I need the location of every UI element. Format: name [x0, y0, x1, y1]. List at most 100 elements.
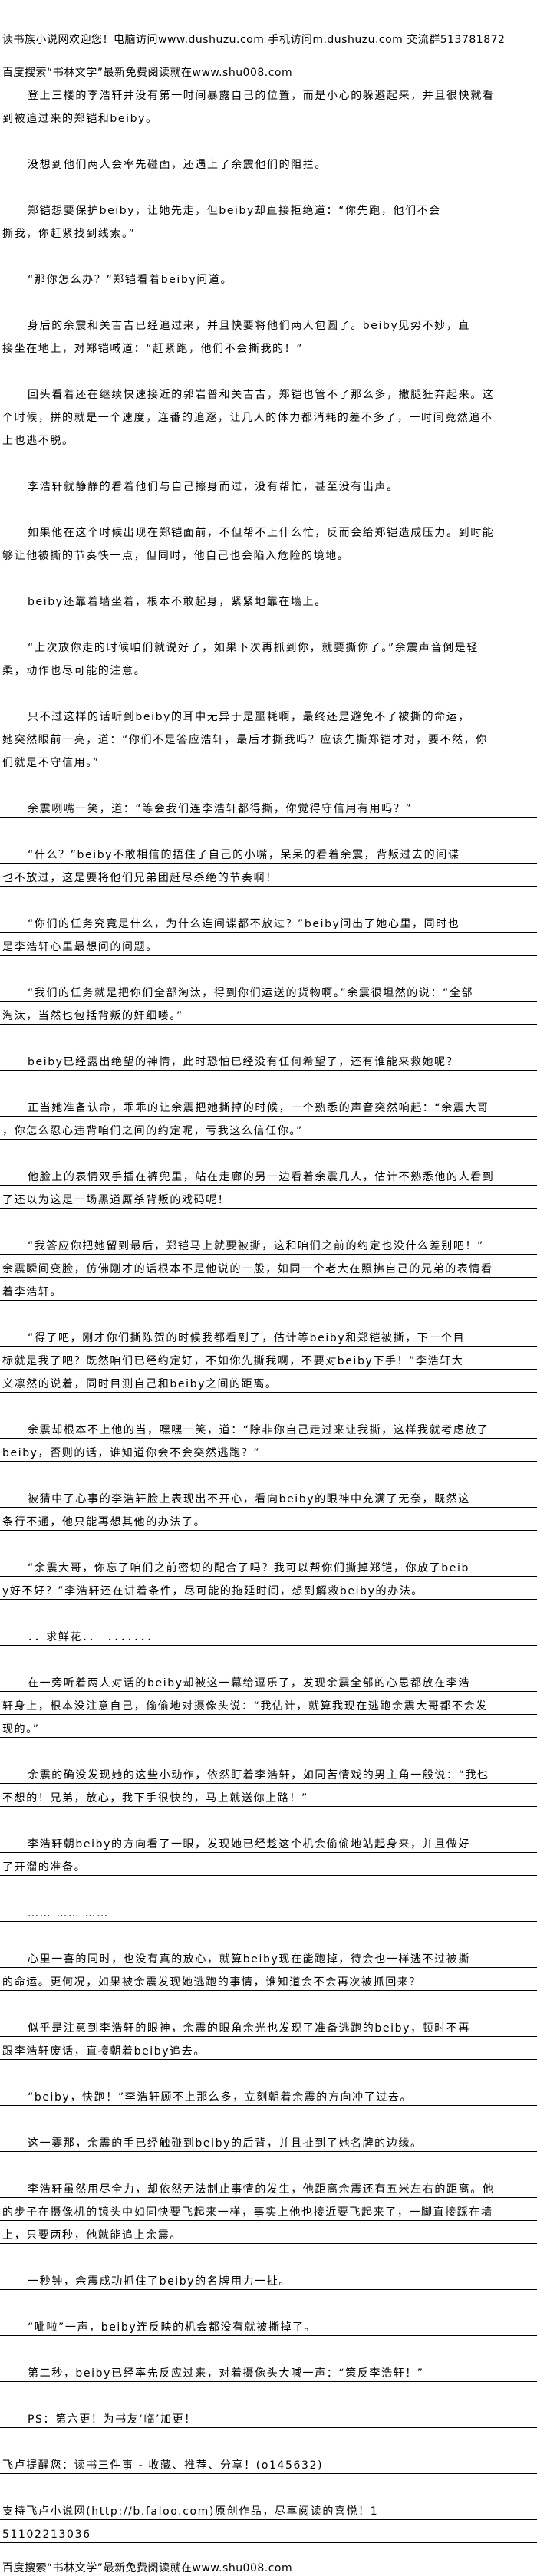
text-line: “我答应你把她留到最后，郑铠马上就要被撕，这和咱们之前的约定也没什么差别吧！” [0, 1232, 537, 1255]
text-line: 轩身上，根本没注意自己，偷偷地对摄像头说：“我估计，就算我现在逃跑余震大哥都不会… [0, 1692, 537, 1715]
text-line: 在一旁听着两人对话的beiby却被这一幕给逗乐了，发现余震全部的心思都放在李浩 [0, 1669, 537, 1692]
text-line: “上次放你走的时候咱们就说好了，如果下次再抓到你，就要撕你了。”余震声音倒是轻 [0, 633, 537, 656]
paragraph: 飞卢提醒您：读书三件事 - 收藏、推荐、分享！(o145632) [0, 2451, 537, 2474]
paragraph: “上次放你走的时候咱们就说好了，如果下次再抓到你，就要撕你了。”余震声音倒是轻柔… [0, 633, 537, 679]
text-line: PS：第六更！为书友‘临’加更！ [0, 2405, 537, 2428]
paragraph: “我答应你把她留到最后，郑铠马上就要被撕，这和咱们之前的约定也没什么差别吧！”余… [0, 1232, 537, 1301]
paragraph: “你们的任务究竟是什么，为什么连间谍都不放过？”beiby问出了她心里，同时也是… [0, 910, 537, 956]
text-line: 她突然眼前一亮，道：“你们不是答应浩轩，最后才撕我吗？应该先撕郑铠才对，要不然，… [0, 725, 537, 748]
text-line: 支持飞卢小说网(http://b.faloo.com)原创作品，尽享阅读的喜悦！… [0, 2497, 537, 2520]
paragraph: 他脸上的表情双手插在裤兜里，站在走廊的另一边看着余震几人，估计不熟悉他的人看到了… [0, 1163, 537, 1209]
paragraph: 这一霎那，余震的手已经触碰到beiby的后背，并且扯到了她名牌的边缘。 [0, 2129, 537, 2152]
text-line: 淘汰，当然也包括背叛的奸细喽。” [0, 1002, 537, 1025]
text-line: 心里一喜的同时，也没有真的放心，就算beiby现在能跑掉，待会也一样逃不过被撕 [0, 1945, 537, 1968]
paragraph: 身后的余震和关吉吉已经追过来，并且快要将他们两人包圆了。beiby见势不妙，直接… [0, 311, 537, 357]
paragraph: “beiby，快跑！”李浩轩顾不上那么多，立刻朝着余震的方向冲了过去。 [0, 2083, 537, 2106]
text-line: 李浩轩就静静的看着他们与自己擦身而过，没有帮忙，甚至没有出声。 [0, 472, 537, 495]
text-line: 们就是不守信用。” [0, 748, 537, 771]
text-line: 条行不通，他只能再想其他的办法了。 [0, 1508, 537, 1531]
paragraph: 只不过这样的话听到beiby的耳中无异于是噩耗啊，最终还是避免不了被撕的命运，她… [0, 702, 537, 771]
text-line: 李浩轩虽然用尽全力，却依然无法制止事情的发生，他距离余震还有五米左右的距离。他 [0, 2175, 537, 2198]
paragraph: 登上三楼的李浩轩并没有第一时间暴露自己的位置，而是小心的躲避起来，并且很快就看到… [0, 81, 537, 127]
text-line: 只不过这样的话听到beiby的耳中无异于是噩耗啊，最终还是避免不了被撕的命运， [0, 702, 537, 725]
paragraph: “呲啦”一声，beiby连反映的机会都没有就被撕掉了。 [0, 2313, 537, 2336]
paragraph: beiby还靠着墙坐着，根本不敢起身，紧紧地靠在墙上。 [0, 587, 537, 610]
text-line: 他脸上的表情双手插在裤兜里，站在走廊的另一边看着余震几人，估计不熟悉他的人看到 [0, 1163, 537, 1186]
text-line: 个时候，拼的就是一个速度，连番的追逐，让几人的体力都消耗的差不多了，一时间竟然追… [0, 403, 537, 426]
text-line: 余震却根本不上他的当，嘿嘿一笑，道：“除非你自己走过来让我撕，这样我就考虑放了 [0, 1416, 537, 1439]
paragraph: 一秒钟，余震成功抓住了beiby的名牌用力一扯。 [0, 2267, 537, 2290]
paragraph: 郑铠想要保护beiby，让她先走，但beiby却直接拒绝道：“你先跑，他们不会撕… [0, 196, 537, 242]
paragraph: 余震的确没发现她的这些小动作，依然盯着李浩轩，如同苦情戏的男主角一般说：“我也不… [0, 1761, 537, 1807]
text-line: 现的。” [0, 1715, 537, 1738]
paragraph: 被猜中了心事的李浩轩脸上表现出不开心，看向beiby的眼神中充满了无奈，既然这条… [0, 1485, 537, 1531]
text-line: 51102213036 [0, 2520, 537, 2543]
paragraph: 似乎是注意到李浩轩的眼神，余震的眼角余光也发现了准备逃跑的beiby，顿时不再跟… [0, 2014, 537, 2060]
paragraph: 支持飞卢小说网(http://b.faloo.com)原创作品，尽享阅读的喜悦！… [0, 2497, 537, 2543]
text-line: 余震咧嘴一笑，道：“等会我们连李浩轩都得撕，你觉得守信用有用吗？” [0, 795, 537, 818]
text-line: 回头看着还在继续快速接近的郭岩普和关吉吉，郑铠也管不了那么多，撒腿狂奔起来。这 [0, 380, 537, 403]
text-line: 够让他被撕的节奏快一点，但同时，他自己也会陷入危险的境地。 [0, 541, 537, 564]
paragraph: 余震咧嘴一笑，道：“等会我们连李浩轩都得撕，你觉得守信用有用吗？” [0, 795, 537, 818]
text-line: “beiby，快跑！”李浩轩顾不上那么多，立刻朝着余震的方向冲了过去。 [0, 2083, 537, 2106]
text-line: 余震瞬间变脸，仿佛刚才的话根本不是他说的一般，如同一个老大在照拂自己的兄弟的表情… [0, 1255, 537, 1278]
text-line: 正当她准备认命，乖乖的让余震把她撕掉的时候，一个熟悉的声音突然响起：“余震大哥 [0, 1094, 537, 1117]
text-line: 如果他在这个时候出现在郑铠面前，不但帮不上什么忙，反而会给郑铠造成压力。到时能 [0, 518, 537, 541]
text-line: 柔，动作也尽可能的注意。 [0, 656, 537, 679]
text-line: 义凛然的说着，同时目测自己和beiby之间的距离。 [0, 1370, 537, 1393]
text-line: 登上三楼的李浩轩并没有第一时间暴露自己的位置，而是小心的躲避起来，并且很快就看 [0, 81, 537, 104]
text-line: y好不好？”李浩轩还在讲着条件，尽可能的拖延时间，想到解救beiby的办法。 [0, 1577, 537, 1600]
text-line: “什么？”beiby不敢相信的捂住了自己的小嘴，呆呆的看着余震，背叛过去的间谍 [0, 841, 537, 864]
text-line: 接坐在地上，对郑铠喊道：“赶紧跑，他们不会撕我的！” [0, 334, 537, 357]
text-line: 到被追过来的郑铠和beiby。 [0, 104, 537, 127]
text-line: 标就是我了吧？既然咱们已经约定好，不如你先撕我啊，不要对beiby下手！”李浩轩… [0, 1347, 537, 1370]
text-line: 不想的！兄弟，放心，我下手很快的，马上就送你上路！” [0, 1784, 537, 1807]
text-line: 了还以为这是一场黑道厮杀背叛的戏码呢！ [0, 1186, 537, 1209]
paragraph: 没想到他们两人会率先碰面，还遇上了余震他们的阻拦。 [0, 150, 537, 173]
paragraph: 李浩轩就静静的看着他们与自己擦身而过，没有帮忙，甚至没有出声。 [0, 472, 537, 495]
text-line: “得了吧，刚才你们撕陈贺的时候我都看到了，估计等beiby和郑铠被撕，下一个目 [0, 1324, 537, 1347]
text-line: “我们的任务就是把你们全部淘汰，得到你们运送的货物啊。”余震很坦然的说：“全部 [0, 979, 537, 1002]
paragraph: ．．求鲜花．． ．．．．．．． [0, 1623, 537, 1646]
paragraph: 在一旁听着两人对话的beiby却被这一幕给逗乐了，发现余震全部的心思都放在李浩轩… [0, 1669, 537, 1738]
paragraph: “什么？”beiby不敢相信的捂住了自己的小嘴，呆呆的看着余震，背叛过去的间谍也… [0, 841, 537, 887]
text-line: 身后的余震和关吉吉已经追过来，并且快要将他们两人包圆了。beiby见势不妙，直 [0, 311, 537, 334]
text-line: “余震大哥，你忘了咱们之前密切的配合了吗？我可以帮你们撕掉郑铠，你放了beib [0, 1554, 537, 1577]
paragraph: 如果他在这个时候出现在郑铠面前，不但帮不上什么忙，反而会给郑铠造成压力。到时能够… [0, 518, 537, 564]
text-line: 也不放过，这是要将他们兄弟团赶尽杀绝的节奏啊！ [0, 864, 537, 887]
text-line: 跟李浩轩废话，直接朝着beiby追去。 [0, 2037, 537, 2060]
footer-promo-text: 百度搜索“书林文学”最新免费阅读就在www.shu008.com [2, 2562, 293, 2574]
text-line: ．．求鲜花．． ．．．．．．． [0, 1623, 537, 1646]
paragraph: “得了吧，刚才你们撕陈贺的时候我都看到了，估计等beiby和郑铠被撕，下一个目标… [0, 1324, 537, 1393]
text-line: 是李浩轩心里最想问的问题。 [0, 933, 537, 956]
text-line: 上也逃不脱。 [0, 426, 537, 449]
text-line: 的命运。更何况，如果被余震发现她逃跑的事情，谁知道会不会再次被抓回来？ [0, 1968, 537, 1991]
paragraph: …… …… …… [0, 1899, 537, 1922]
text-line: 了开溜的准备。 [0, 1853, 537, 1876]
site-banner-text: 读书族小说网欢迎您！电脑访问www.dushuzu.com 手机访问m.dush… [2, 34, 506, 46]
chapter-content: 登上三楼的李浩轩并没有第一时间暴露自己的位置，而是小心的躲避起来，并且很快就看到… [0, 81, 537, 2566]
paragraph: PS：第六更！为书友‘临’加更！ [0, 2405, 537, 2428]
text-line: …… …… …… [0, 1899, 537, 1922]
text-line: 一秒钟，余震成功抓住了beiby的名牌用力一扯。 [0, 2267, 537, 2290]
text-line: 着李浩轩。 [0, 1278, 537, 1301]
paragraph: 第二秒，beiby已经率先反应过来，对着摄像头大喊一声：“策反李浩轩！” [0, 2359, 537, 2382]
text-line: 飞卢提醒您：读书三件事 - 收藏、推荐、分享！(o145632) [0, 2451, 537, 2474]
paragraph: “我们的任务就是把你们全部淘汰，得到你们运送的货物啊。”余震很坦然的说：“全部淘… [0, 979, 537, 1025]
paragraph: 心里一喜的同时，也没有真的放心，就算beiby现在能跑掉，待会也一样逃不过被撕的… [0, 1945, 537, 1991]
text-line: 上，只要两秒，他就能追上余震。 [0, 2221, 537, 2244]
text-line: “你们的任务究竟是什么，为什么连间谍都不放过？”beiby问出了她心里，同时也 [0, 910, 537, 933]
paragraph: 李浩轩朝beiby的方向看了一眼，发现她已经趁这个机会偷偷地站起身来，并且做好了… [0, 1830, 537, 1876]
text-line: 被猜中了心事的李浩轩脸上表现出不开心，看向beiby的眼神中充满了无奈，既然这 [0, 1485, 537, 1508]
text-line: “呲啦”一声，beiby连反映的机会都没有就被撕掉了。 [0, 2313, 537, 2336]
paragraph: 李浩轩虽然用尽全力，却依然无法制止事情的发生，他距离余震还有五米左右的距离。他的… [0, 2175, 537, 2244]
text-line: 余震的确没发现她的这些小动作，依然盯着李浩轩，如同苦情戏的男主角一般说：“我也 [0, 1761, 537, 1784]
text-line: 没想到他们两人会率先碰面，还遇上了余震他们的阻拦。 [0, 150, 537, 173]
text-line: 似乎是注意到李浩轩的眼神，余震的眼角余光也发现了准备逃跑的beiby，顿时不再 [0, 2014, 537, 2037]
text-line: “那你怎么办？”郑铠看着beiby问道。 [0, 265, 537, 288]
paragraph: 回头看着还在继续快速接近的郭岩普和关吉吉，郑铠也管不了那么多，撒腿狂奔起来。这个… [0, 380, 537, 449]
text-line: 郑铠想要保护beiby，让她先走，但beiby却直接拒绝道：“你先跑，他们不会 [0, 196, 537, 219]
text-line: beiby已经露出绝望的神情，此时恐怕已经没有任何希望了，还有谁能来救她呢？ [0, 1048, 537, 1071]
